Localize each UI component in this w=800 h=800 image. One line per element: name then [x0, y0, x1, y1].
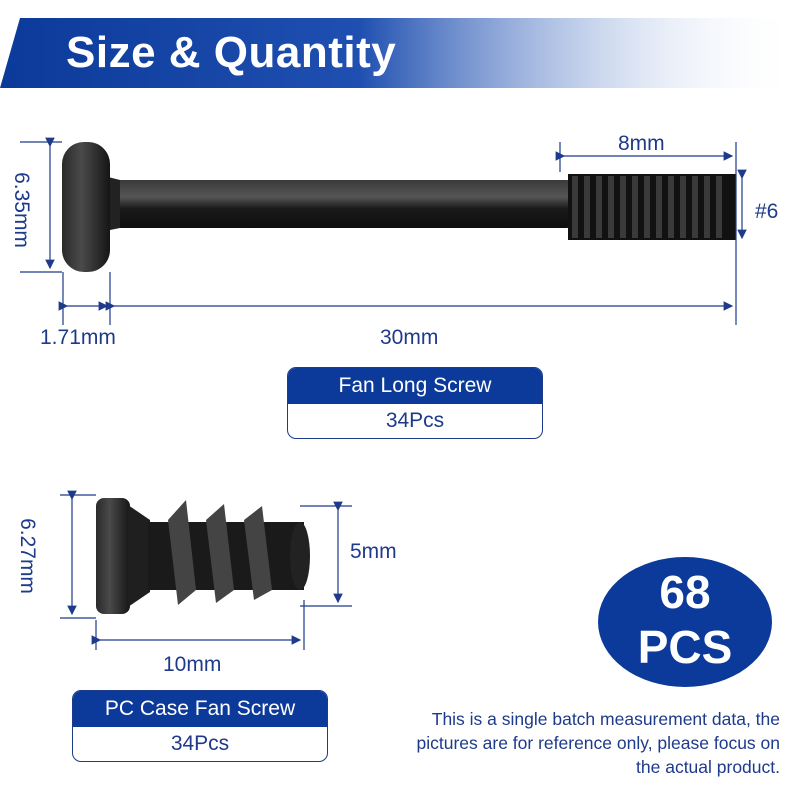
long-screw-thread-size: #6	[755, 200, 779, 223]
total-quantity-badge: 68 PCS	[598, 557, 772, 687]
case-screw-thread-diameter: 5mm	[350, 540, 397, 563]
disclaimer-text: This is a single batch measurement data,…	[416, 709, 780, 777]
case-screw-image	[96, 498, 310, 614]
long-screw-dimensions	[20, 137, 747, 325]
case-screw-dimensions	[60, 490, 352, 650]
case-screw-name: PC Case Fan Screw	[73, 691, 327, 727]
long-screw-quantity: 34Pcs	[385, 409, 445, 432]
case-screw-quantity: 34Pcs	[170, 732, 230, 755]
header-banner	[0, 18, 800, 88]
long-screw-image	[62, 142, 736, 272]
page-title: Size & Quantity	[66, 28, 397, 77]
long-screw-head-height: 6.35mm	[9, 172, 33, 248]
long-screw-length: 30mm	[380, 326, 439, 349]
banner-shape	[0, 18, 800, 88]
long-screw-head-thickness: 1.71mm	[40, 326, 116, 349]
long-screw-name: Fan Long Screw	[288, 368, 542, 404]
total-unit: PCS	[637, 621, 733, 673]
case-screw-label: PC Case Fan Screw 34Pcs	[72, 690, 328, 762]
long-screw-label: Fan Long Screw 34Pcs	[287, 367, 543, 439]
case-screw-head-height: 6.27mm	[15, 518, 39, 594]
total-number: 68	[659, 566, 711, 618]
case-screw-length: 10mm	[163, 653, 222, 676]
long-screw-thread-length: 8mm	[618, 132, 665, 155]
